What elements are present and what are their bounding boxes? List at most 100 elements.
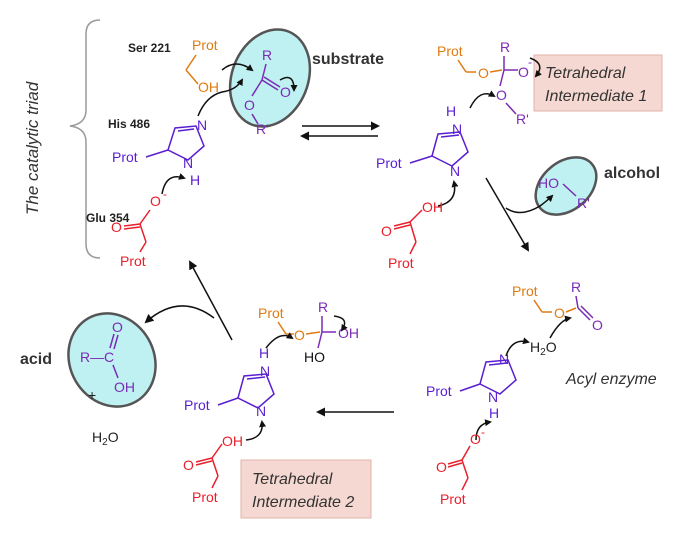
arrow-acid-release — [144, 305, 215, 324]
alcohol-label: alcohol — [604, 165, 660, 182]
arrow-alcohol-release — [505, 194, 554, 214]
arrow-his-to-water — [505, 337, 530, 357]
arrow-ti1-to-acyl — [485, 177, 530, 252]
arrow-water-attack — [549, 315, 572, 339]
acid-label: acid — [20, 351, 52, 368]
ti1-molecule: Prot O R O - O R' — [437, 39, 532, 127]
svg-text:Prot: Prot — [376, 155, 402, 171]
svg-text:R: R — [500, 39, 510, 55]
svg-text:N: N — [256, 403, 266, 419]
svg-text:OH: OH — [198, 79, 219, 95]
ti2-arrow-oh — [333, 315, 348, 332]
svg-text:O: O — [496, 87, 507, 103]
svg-text:Prot: Prot — [192, 489, 218, 505]
svg-text:-: - — [163, 187, 167, 201]
arrow-glu-to-his-3 — [475, 419, 492, 441]
svg-text:O: O — [592, 317, 603, 333]
svg-text:O: O — [470, 431, 481, 447]
acid-bubble — [67, 312, 157, 408]
svg-text:O: O — [294, 327, 305, 343]
svg-text:N: N — [488, 389, 498, 405]
ti1-label-box: Tetrahedral Intermediate 1 — [533, 54, 663, 112]
svg-text:OH: OH — [222, 433, 243, 449]
svg-text:C: C — [104, 349, 114, 365]
svg-text:N: N — [452, 121, 462, 137]
svg-text:N: N — [183, 155, 193, 171]
alcohol-molecule: HO R' — [538, 175, 590, 211]
svg-text:R: R — [318, 299, 328, 315]
svg-text:Prot: Prot — [437, 43, 463, 59]
svg-text:H: H — [446, 103, 456, 119]
svg-text:Prot: Prot — [388, 255, 414, 271]
svg-text:O: O — [111, 219, 122, 235]
water-acyl: H2O — [530, 339, 557, 358]
svg-text:R': R' — [516, 111, 529, 127]
svg-text:Prot: Prot — [512, 283, 538, 299]
svg-text:O: O — [183, 457, 194, 473]
svg-text:HO: HO — [304, 349, 325, 365]
glutamate-residue-3: O - O Prot — [436, 425, 485, 507]
svg-text:-: - — [528, 55, 532, 69]
svg-text:O: O — [518, 64, 529, 80]
triad-brace — [69, 19, 101, 259]
svg-text:O: O — [280, 84, 291, 100]
triad-label: The catalytic triad — [23, 81, 42, 215]
svg-text:N: N — [260, 363, 270, 379]
svg-text:N: N — [499, 351, 509, 367]
histidine-residue-3: Prot N N H — [426, 351, 517, 421]
acid-molecule: R— C O OH — [80, 319, 135, 395]
arrow-glu-to-his-2 — [437, 180, 459, 207]
svg-text:N: N — [450, 163, 460, 179]
arrow-carbonyl — [279, 76, 298, 92]
glutamate-residue-1: O - O Prot — [111, 187, 167, 269]
svg-text:Prot: Prot — [426, 383, 452, 399]
svg-text:R': R' — [256, 121, 269, 137]
svg-text:O: O — [381, 223, 392, 239]
histidine-residue-4: H Prot N N — [184, 345, 275, 419]
arrow-glu-to-his-4 — [245, 420, 267, 441]
svg-text:OH: OH — [338, 325, 359, 341]
plus-sign: + — [88, 387, 96, 403]
ti1-arrow-h-to-o — [469, 90, 496, 109]
ti1-arrow-alkoxide — [529, 57, 542, 78]
svg-text:N: N — [197, 117, 207, 133]
equilibrium-arrows — [300, 121, 380, 141]
ser-label: Ser 221 — [128, 41, 171, 55]
water-product: H2O — [92, 429, 119, 448]
glutamate-residue-2: OH O Prot — [381, 199, 443, 271]
acyl-enzyme-molecule: Prot O R O — [512, 279, 603, 333]
svg-text:O: O — [112, 319, 123, 335]
glu-label: Glu 354 — [86, 211, 130, 225]
histidine-residue-2: H Prot N N — [376, 103, 469, 179]
svg-text:Intermediate 2: Intermediate 2 — [252, 494, 354, 511]
arrow-his-to-ser — [197, 78, 244, 117]
histidine-residue-1: Prot N N H — [112, 117, 207, 188]
acyl-enzyme-label: Acyl enzyme — [565, 371, 657, 388]
svg-text:OH: OH — [114, 379, 135, 395]
substrate-molecule: R O O R' — [244, 47, 291, 137]
ti2-molecule: Prot O R OH HO — [258, 299, 359, 365]
his-label: His 486 — [108, 117, 150, 131]
svg-text:O: O — [150, 193, 161, 209]
svg-text:Prot: Prot — [192, 37, 218, 53]
svg-text:Prot: Prot — [258, 305, 284, 321]
serine-residue-1: Prot OH — [185, 37, 219, 95]
svg-text:Prot: Prot — [120, 253, 146, 269]
arrow-glu-to-his-1 — [161, 173, 186, 195]
ti2-label-box: Tetrahedral Intermediate 2 — [240, 459, 372, 519]
svg-text:R': R' — [577, 195, 590, 211]
svg-text:O: O — [244, 97, 255, 113]
svg-text:Intermediate 1: Intermediate 1 — [545, 88, 647, 105]
svg-text:H: H — [489, 405, 499, 421]
svg-text:Prot: Prot — [440, 491, 466, 507]
svg-text:R—: R— — [80, 349, 104, 365]
svg-text:OH: OH — [422, 199, 443, 215]
svg-text:O: O — [554, 305, 565, 321]
svg-text:R: R — [571, 279, 581, 295]
svg-text:H: H — [259, 345, 269, 361]
svg-text:-: - — [481, 425, 485, 439]
arrow-ser-to-substrate — [221, 63, 254, 72]
svg-text:Prot: Prot — [112, 149, 138, 165]
svg-text:Tetrahedral: Tetrahedral — [545, 65, 626, 82]
